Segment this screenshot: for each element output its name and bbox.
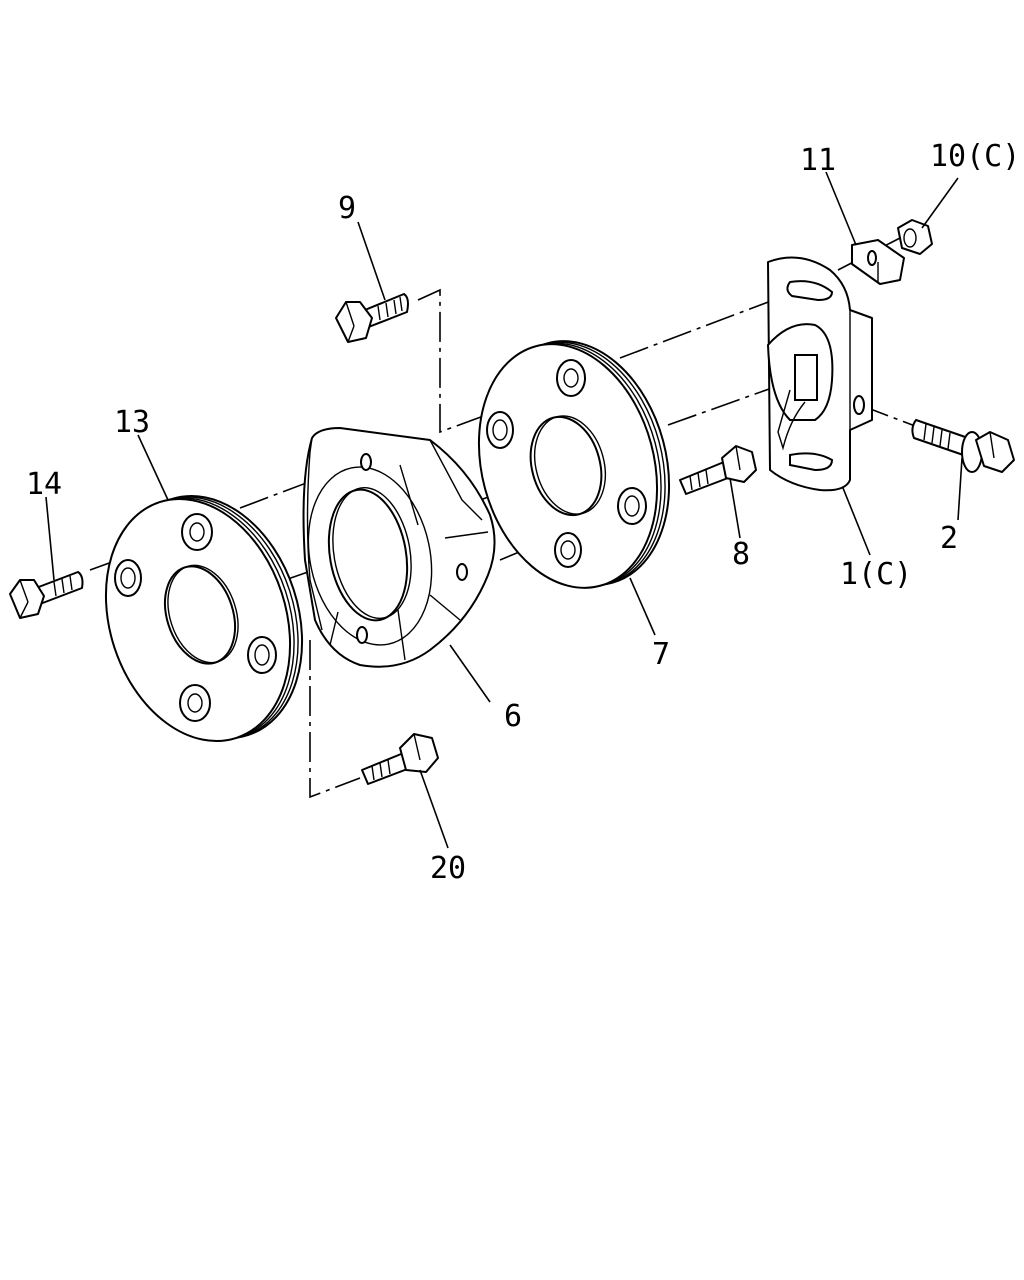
callout-9: 9 xyxy=(338,191,356,226)
callout-10c: 10(C) xyxy=(930,139,1020,174)
callout-13: 13 xyxy=(114,405,150,440)
part-14-bolt xyxy=(9,571,84,619)
part-2-flange-bolt xyxy=(911,419,1015,473)
part-8-bolt xyxy=(679,445,757,495)
callout-7: 7 xyxy=(652,637,670,672)
part-11-small-bracket xyxy=(851,239,905,285)
callout-labels: 13 14 9 11 10(C) 8 2 1(C) 7 6 20 xyxy=(26,139,1020,886)
part-13-flange-disc xyxy=(104,494,304,743)
part-7-flange-disc xyxy=(477,340,671,589)
part-9-bolt xyxy=(335,293,409,343)
callout-11: 11 xyxy=(800,143,836,178)
leader-lines xyxy=(45,171,963,849)
callout-2: 2 xyxy=(940,521,958,556)
part-10-nut xyxy=(897,219,933,255)
part-1-mounting-plate xyxy=(766,256,873,492)
callout-20: 20 xyxy=(430,851,466,886)
callout-6: 6 xyxy=(504,699,522,734)
part-20-bolt xyxy=(361,733,439,785)
callout-8: 8 xyxy=(732,537,750,572)
callout-1c: 1(C) xyxy=(840,557,912,592)
part-6-bearing-bracket xyxy=(302,427,496,668)
callout-14: 14 xyxy=(26,467,62,502)
